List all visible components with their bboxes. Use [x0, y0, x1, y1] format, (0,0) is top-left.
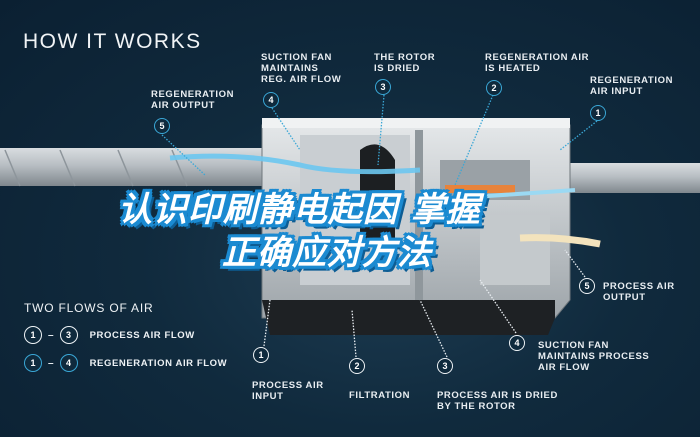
legend-marker-from: 1 [24, 326, 42, 344]
legend-dash: – [48, 329, 54, 341]
banner-line-2: 正确应对方法 [222, 233, 432, 273]
step-marker-3-top: 3 [375, 79, 391, 95]
step-marker-2-bottom: 2 [349, 358, 365, 374]
legend-marker-from: 1 [24, 354, 42, 372]
legend-dash: – [48, 357, 54, 369]
legend-title: TWO FLOWS OF AIR [24, 301, 154, 315]
legend-label-process-air-flow: PROCESS AIR FLOW [89, 329, 195, 341]
label-filtration: FILTRATION [349, 390, 411, 401]
step-marker-5-top: 5 [154, 118, 170, 134]
label-regen-air-heated: REGENERATION AIR IS HEATED [485, 52, 590, 74]
label-regeneration-air-output: REGENERATION AIR OUTPUT [151, 89, 235, 111]
legend-row-process-air: 1 – 3 PROCESS AIR FLOW [24, 326, 195, 344]
label-process-air-dried: PROCESS AIR IS DRIED BY THE ROTOR [437, 390, 558, 412]
step-marker-4-bottom: 4 [509, 335, 525, 351]
legend-marker-to: 3 [59, 326, 78, 344]
label-process-air-output: PROCESS AIR OUTPUT [603, 281, 675, 303]
step-marker-1-bottom: 1 [253, 347, 269, 363]
left-duct [0, 148, 275, 186]
right-duct [565, 163, 700, 193]
label-process-air-input: PROCESS AIR INPUT [252, 380, 324, 402]
label-suction-fan-reg: SUCTION FAN MAINTAINS REG. AIR FLOW [261, 52, 342, 85]
step-marker-3-bottom: 3 [437, 358, 453, 374]
label-regen-air-input: REGENERATION AIR INPUT [590, 75, 674, 97]
regeneration-air-flow-ribbon [169, 153, 421, 175]
legend-row-regeneration-air: 1 – 4 REGENERATION AIR FLOW [24, 354, 227, 372]
step-marker-2-top: 2 [486, 80, 502, 96]
banner-line-1: 认识印刷静电起因 掌握 [118, 190, 481, 230]
page-title: HOW IT WORKS [23, 30, 202, 53]
step-marker-4-top: 4 [263, 92, 279, 108]
step-marker-5-bottom: 5 [579, 278, 595, 294]
step-marker-1-top: 1 [590, 105, 606, 121]
label-suction-fan-process: SUCTION FAN MAINTAINS PROCESS AIR FLOW [538, 340, 650, 373]
legend-marker-to: 4 [59, 354, 78, 372]
legend-label-regeneration-air-flow: REGENERATION AIR FLOW [89, 357, 228, 369]
label-rotor-dried: THE ROTOR IS DRIED [374, 52, 436, 74]
process-air-flow-ribbon [519, 234, 601, 248]
